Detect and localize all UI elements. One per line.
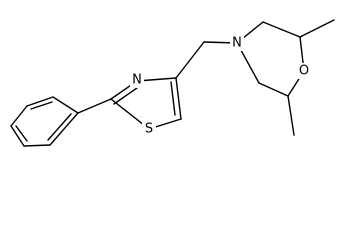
double-bond-inner	[30, 101, 53, 110]
atom-label-s: S	[145, 122, 153, 137]
phenyl-ring	[10, 96, 79, 147]
bond-phenyl-thiazole	[77, 98, 112, 114]
atom-morpholine-nitrogen: N	[230, 35, 244, 51]
bond	[258, 82, 289, 97]
bond	[49, 112, 79, 146]
double-bond-inner	[170, 81, 176, 116]
bond	[262, 21, 301, 38]
atom-morpholine-oxygen: O	[297, 63, 311, 79]
chemical-structure-canvas: N S N O	[10, 19, 335, 147]
atom-label-n: N	[232, 36, 242, 51]
atom-thiazole-sulfur: S	[142, 121, 156, 137]
methyl-bond-upper	[299, 19, 335, 38]
methyl-bond-lower	[287, 95, 295, 136]
bond	[26, 96, 54, 107]
double-bond-inner	[15, 125, 28, 142]
morpholine-ring	[236, 21, 305, 97]
atom-label-o: O	[299, 64, 309, 79]
bond	[23, 144, 51, 147]
atom-label-n: N	[132, 73, 142, 88]
structure-drawing: N S N O	[10, 19, 335, 147]
atom-thiazole-nitrogen: N	[130, 72, 144, 88]
bond	[175, 77, 182, 120]
bond-methylene	[175, 41, 205, 79]
bond	[10, 125, 25, 147]
double-bond-inner	[47, 113, 72, 141]
double-bond-inner	[113, 87, 138, 105]
bond	[52, 96, 79, 114]
bond	[10, 105, 28, 127]
